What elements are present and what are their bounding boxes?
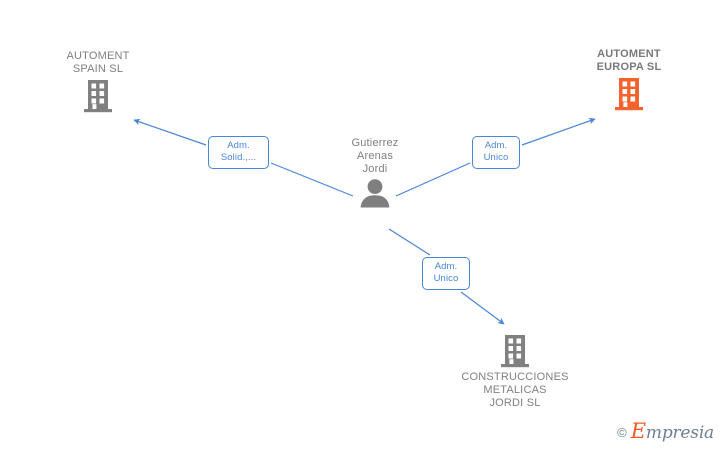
edge-to-construcciones-segment-upper <box>388 228 431 256</box>
brand-rest: mpresia <box>645 423 714 443</box>
node-automent-spain[interactable]: AUTOMENT SPAIN SL <box>13 50 183 116</box>
brand-initial: E <box>630 419 646 443</box>
node-gutierrez-arenas-jordi[interactable]: Gutierrez Arenas Jordi <box>290 137 460 210</box>
node-gutierrez-arenas-jordi-label: Gutierrez Arenas Jordi <box>351 137 399 175</box>
empresia-watermark: © Empresia <box>617 421 714 443</box>
person-icon[interactable] <box>358 178 392 208</box>
edge-label-adm-unico-europa[interactable]: Adm. Unico <box>472 136 520 169</box>
edge-to-spain-segment-left <box>133 118 207 146</box>
edge-to-construcciones-segment-lower <box>460 291 505 325</box>
edge-label-adm-unico-construcciones[interactable]: Adm. Unico <box>422 257 470 290</box>
building-icon[interactable] <box>83 78 113 114</box>
node-construcciones-metalicas-jordi[interactable]: CONSTRUCCIONES METALICAS JORDI SL <box>430 331 600 410</box>
building-icon[interactable] <box>500 333 530 369</box>
building-icon[interactable] <box>614 76 644 112</box>
node-automent-europa-label: AUTOMENT EUROPA SL <box>596 48 662 73</box>
node-construcciones-metalicas-jordi-label: CONSTRUCCIONES METALICAS JORDI SL <box>461 371 569 409</box>
copyright-icon: © <box>617 425 627 440</box>
edge-to-europa-segment-right <box>521 117 596 146</box>
edge-label-adm-solid[interactable]: Adm. Solid.,... <box>208 136 269 169</box>
brand-wordmark: Empresia <box>631 421 714 443</box>
node-automent-spain-label: AUTOMENT SPAIN SL <box>66 50 130 75</box>
node-automent-europa[interactable]: AUTOMENT EUROPA SL <box>544 48 714 114</box>
